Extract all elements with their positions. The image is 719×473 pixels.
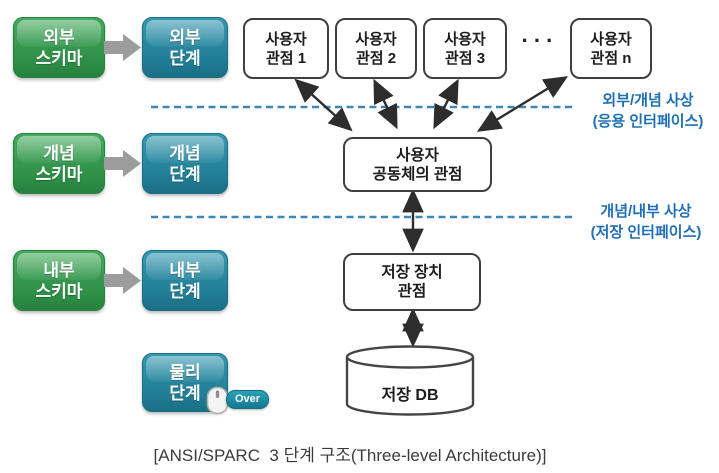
- external-schema-label-line1: 외부: [43, 27, 75, 47]
- mapping-1-subtitle: (응용 인터페이스): [592, 113, 704, 130]
- conceptual-schema-label-line2: 스키마: [35, 164, 83, 184]
- user-view-2-line2: 관점 2: [355, 49, 397, 67]
- conceptual-schema-label-line1: 개념: [43, 143, 75, 163]
- user-view-1-box: 사용자 관점 1: [243, 18, 329, 79]
- community-view-line1: 사용자: [396, 146, 439, 164]
- user-view-n-line1: 사용자: [590, 30, 632, 48]
- user-view-2-line1: 사용자: [355, 30, 397, 48]
- mouseover-badge[interactable]: Over: [206, 386, 270, 415]
- user-view-1-line1: 사용자: [265, 30, 307, 48]
- external-level-label-line1: 외부: [169, 27, 201, 47]
- user-view-2-box: 사용자 관점 2: [335, 18, 417, 79]
- storage-db-label: 저장 DB: [381, 387, 439, 404]
- database-cylinder: [345, 345, 475, 416]
- storage-view-line2: 관점: [397, 283, 427, 300]
- view-mapping-arrows: [294, 76, 569, 348]
- user-view-3-line2: 관점 3: [444, 49, 486, 67]
- external-schema-label-line2: 스키마: [35, 48, 83, 68]
- storage-device-view-box: 저장 장치 관점: [343, 253, 481, 311]
- internal-schema-label-line1: 내부: [43, 260, 75, 280]
- user-view-1-line2: 관점 1: [265, 49, 307, 67]
- storage-view-line1: 저장 장치: [381, 264, 443, 281]
- user-views-ellipsis: ···: [521, 28, 559, 53]
- external-conceptual-mapping-label: 외부/개념 사상 (응용 인터페이스): [577, 90, 719, 132]
- over-badge-label: Over: [226, 390, 270, 409]
- conceptual-level-label-line1: 개념: [169, 143, 201, 163]
- internal-level-label-line1: 내부: [169, 260, 201, 280]
- mapping-1-title: 외부/개념 사상: [602, 92, 694, 109]
- external-level-label-line2: 단계: [169, 48, 201, 68]
- schema-to-level-arrow: [104, 34, 141, 294]
- internal-level-label-line2: 단계: [169, 281, 201, 301]
- user-community-view-box: 사용자 공동체의 관점: [343, 137, 492, 192]
- diagram-caption: [ANSI/SPARC 3 단계 구조(Three-level Architec…: [153, 446, 547, 465]
- user-view-3-line1: 사용자: [444, 30, 486, 48]
- community-view-line2: 공동체의 관점: [372, 165, 463, 183]
- conceptual-internal-mapping-label: 개념/내부 사상 (저장 인터페이스): [575, 201, 717, 243]
- conceptual-level-label-line2: 단계: [169, 164, 201, 184]
- physical-level-label-line2: 단계: [169, 383, 201, 403]
- mapping-2-title: 개념/내부 사상: [600, 203, 692, 220]
- user-view-3-box: 사용자 관점 3: [423, 18, 507, 79]
- physical-level-label-line1: 물리: [169, 362, 201, 382]
- mapping-2-subtitle: (저장 인터페이스): [590, 224, 702, 241]
- user-view-n-line2: 관점 n: [590, 49, 632, 67]
- internal-schema-label-line2: 스키마: [35, 281, 83, 301]
- user-view-n-box: 사용자 관점 n: [570, 18, 652, 79]
